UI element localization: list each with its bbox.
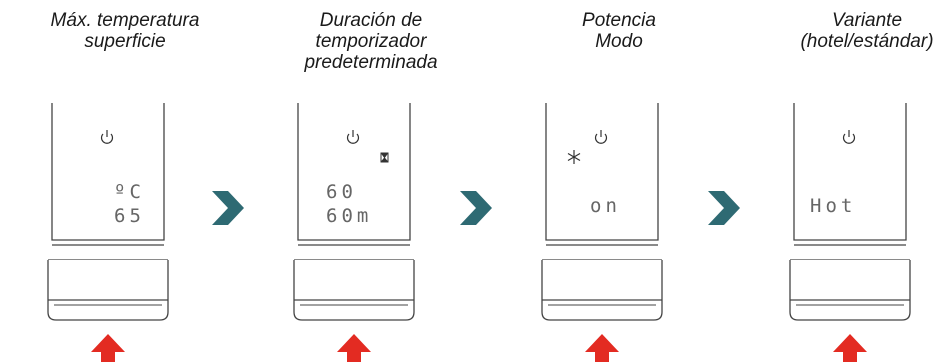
step-panel-2: Duración de temporizador predeterminada … (286, 0, 456, 362)
step-caption: Variante (hotel/estándar) (762, 10, 939, 52)
display-line-1: Hot (810, 195, 856, 217)
power-icon (100, 130, 114, 144)
power-icon (842, 130, 856, 144)
heater-controller: ºC 65 (47, 103, 169, 321)
hourglass-icon (380, 152, 389, 163)
chevron-right-icon (708, 191, 740, 225)
red-up-arrow-icon (91, 334, 125, 362)
power-icon (594, 130, 608, 144)
step-panel-1: Máx. temperatura superficie ºC 65 (40, 0, 210, 362)
step-caption: Máx. temperatura superficie (20, 10, 230, 52)
caption-line: Duración de (319, 10, 423, 31)
display-line-2: 65 (114, 205, 145, 227)
caption-line: (hotel/estándar) (800, 31, 934, 52)
display-line-1: 60 (326, 181, 357, 203)
step-panel-3: Potencia Modo on (534, 0, 704, 362)
red-up-arrow-icon (833, 334, 867, 362)
caption-line: temporizador (315, 31, 427, 52)
step-caption: Potencia Modo (514, 10, 724, 52)
caption-line: predeterminada (304, 52, 438, 73)
caption-line: Variante (831, 10, 903, 31)
caption-line: Potencia (582, 10, 656, 31)
step-caption: Duración de temporizador predeterminada (266, 10, 476, 73)
power-icon (346, 130, 360, 144)
display-line-1: ºC (114, 181, 145, 203)
heater-controller: Hot (789, 103, 911, 321)
caption-line: Máx. temperatura (50, 10, 200, 31)
chevron-right-icon (212, 191, 244, 225)
heater-controller: 60 60m (293, 103, 415, 321)
snowflake-icon (567, 150, 581, 164)
red-up-arrow-icon (337, 334, 371, 362)
step-panel-4: Variante (hotel/estándar) Hot (782, 0, 939, 362)
caption-line: superficie (84, 31, 166, 52)
caption-line: Modo (595, 31, 643, 52)
chevron-right-icon (460, 191, 492, 225)
display-line-1: on (590, 195, 621, 217)
heater-controller: on (541, 103, 663, 321)
red-up-arrow-icon (585, 334, 619, 362)
display-line-2: 60m (326, 205, 372, 227)
